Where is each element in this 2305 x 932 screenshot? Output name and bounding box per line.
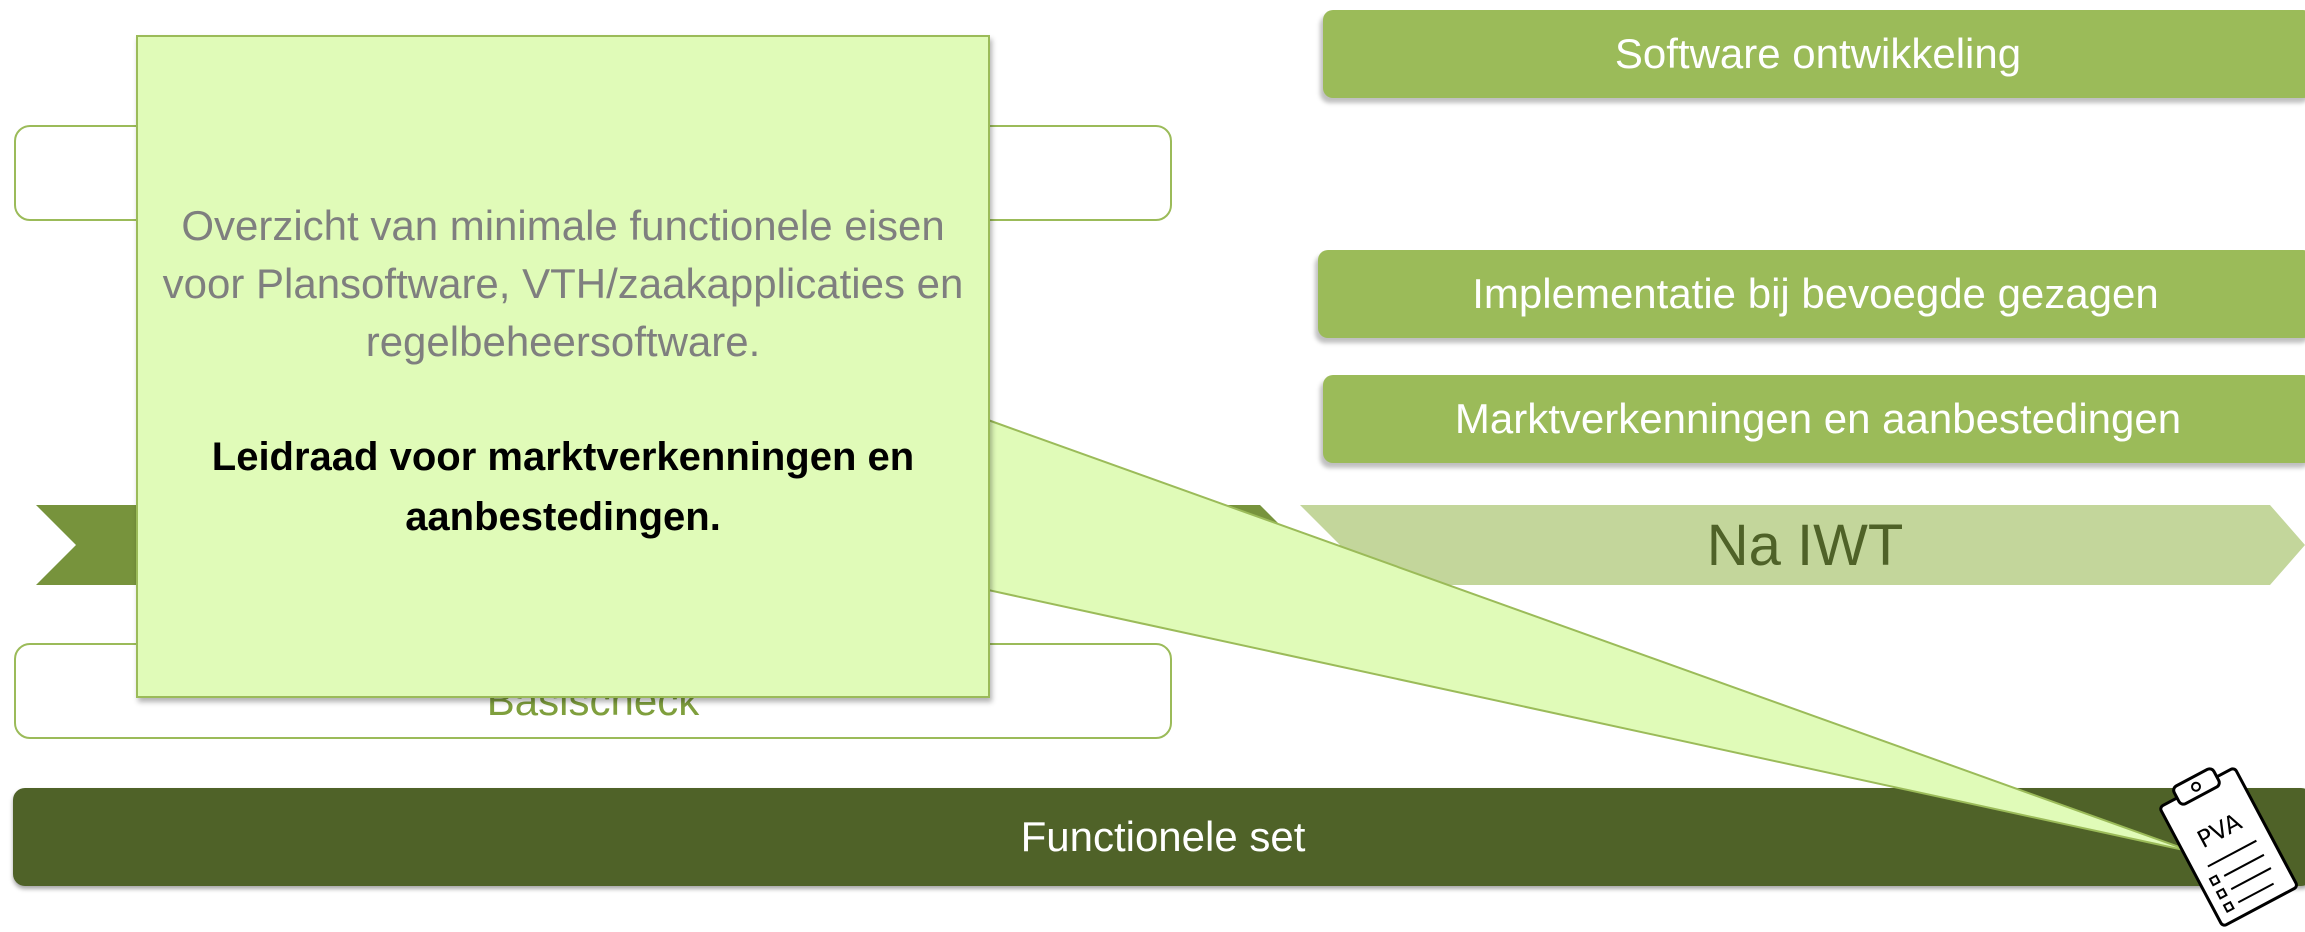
market-research-label: Marktverkenningen en aanbestedingen xyxy=(1454,395,2182,442)
after-iwt-arrow xyxy=(1300,505,2305,585)
clipboard-icon: PVA xyxy=(2159,767,2298,927)
callout-description: Overzicht van minimale functionele eisen… xyxy=(162,202,964,365)
market-research-bar: Marktverkenningen en aanbestedingen xyxy=(1323,375,2305,463)
software-development-label: Software ontwikkeling xyxy=(1614,30,2022,77)
implementation-label: Implementatie bij bevoegde gezagen xyxy=(1472,270,2159,317)
callout-box: Overzicht van minimale functionele eisen… xyxy=(136,35,990,698)
functional-set-bar: Functionele set xyxy=(13,788,2305,886)
functional-set-label: Functionele set xyxy=(1020,813,1306,860)
callout-emphasis: Leidraad voor marktverkenningen en aanbe… xyxy=(211,435,915,539)
after-iwt-label: Na IWT xyxy=(1706,512,1904,578)
software-development-bar: Software ontwikkeling xyxy=(1323,10,2305,98)
implementation-bar: Implementatie bij bevoegde gezagen xyxy=(1318,250,2305,338)
